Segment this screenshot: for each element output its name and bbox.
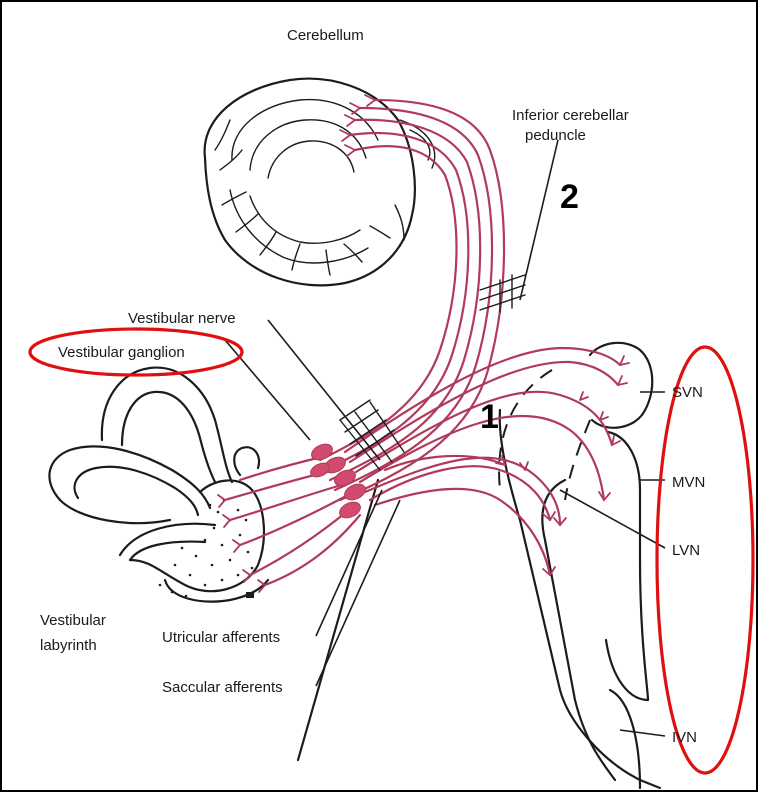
peduncle-label: peduncle (525, 127, 586, 144)
vestibular-labyrinth-label-2: labyrinth (40, 637, 97, 654)
lvn-label: LVN (672, 542, 700, 559)
text-labels: Cerebellum Inferior cerebellar peduncle … (40, 27, 705, 746)
marker-one: 1 (480, 398, 499, 436)
brainstem-outline (298, 343, 660, 788)
nuclei-highlight-ring (657, 347, 753, 773)
vestibular-ganglion-label: Vestibular ganglion (58, 344, 185, 361)
saccular-afferents-label: Saccular afferents (162, 679, 283, 696)
vestibular-nerve-label: Vestibular nerve (128, 310, 236, 327)
marker-two: 2 (560, 178, 579, 216)
inferior-cerebellar-label: Inferior cerebellar (512, 107, 629, 124)
mvn-label: MVN (672, 474, 705, 491)
fiber-to-lvn-2 (370, 466, 550, 520)
labyrinth-drawing (49, 368, 268, 602)
vestibular-labyrinth-label-1: Vestibular (40, 612, 106, 629)
ivn-label: IVN (672, 729, 697, 746)
fiber-saccular-1 (250, 505, 355, 575)
fiber-utricular-2 (240, 494, 350, 545)
fiber-terminal-forks (218, 95, 629, 592)
svn-label: SVN (672, 384, 703, 401)
fiber-saccular-2 (265, 515, 360, 585)
cerebellum-label: Cerebellum (287, 27, 364, 44)
fiber-to-cerebellum-1 (320, 146, 456, 460)
utricular-afferents-label: Utricular afferents (162, 629, 280, 646)
vestibular-nerve-fibers (225, 100, 620, 585)
fiber-utricular-1 (230, 484, 345, 520)
